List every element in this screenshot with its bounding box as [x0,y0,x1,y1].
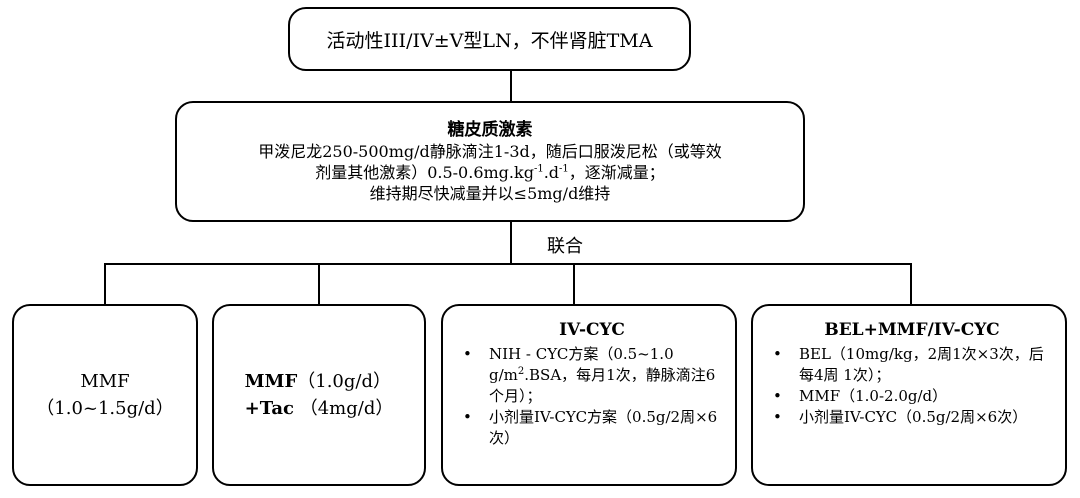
connector-top-to-middle [510,71,512,101]
diagnosis-box: 活动性III/IV±V型LN，不伴肾脏TMA [288,7,691,71]
option-mmf-tac-box: MMF（1.0g/d） +Tac （4mg/d） [212,304,426,486]
option-mmf-dose: （1.0~1.5g/d） [36,398,174,419]
glucocorticoid-line-1: 甲泼尼龙250-500mg/d静脉滴注1-3d，随后口服泼尼松（或等效 [258,142,722,162]
option-mmf-name: MMF [80,371,130,392]
option-mmf-tac-line-2: +Tac （4mg/d） [244,398,394,419]
option-iv-cyc-list: NIH - CYC方案（0.5~1.0 g/m2.BSA，每月1次，静脉滴注6个… [459,344,725,449]
option-iv-cyc-title: IV-CYC [559,320,625,340]
list-item: BEL（10mg/kg，2周1次×3次，后每4周 1次）； [769,344,1055,386]
option-mmf-box: MMF （1.0~1.5g/d） [12,304,198,486]
list-item: 小剂量IV-CYC方案（0.5g/2周×6次） [459,407,725,449]
connector-branch-4 [910,263,912,304]
glucocorticoid-line-3: 维持期尽快减量并以≤5mg/d维持 [369,184,611,204]
option-mmf-tac-line-1: MMF（1.0g/d） [244,371,391,392]
list-item: MMF（1.0-2.0g/d） [769,386,1055,407]
diagnosis-text: 活动性III/IV±V型LN，不伴肾脏TMA [326,29,653,52]
option-bel-list: BEL（10mg/kg，2周1次×3次，后每4周 1次）； MMF（1.0-2.… [769,344,1055,428]
option-mmf-tac-content: MMF（1.0g/d） +Tac （4mg/d） [245,368,394,422]
glucocorticoid-line-2: 剂量其他激素）0.5-0.6mg.kg-1.d-1，逐渐减量； [315,163,665,183]
list-item: NIH - CYC方案（0.5~1.0 g/m2.BSA，每月1次，静脉滴注6个… [459,344,725,407]
connector-branch-1 [104,263,106,304]
combination-label: 联合 [547,236,583,257]
option-iv-cyc-box: IV-CYC NIH - CYC方案（0.5~1.0 g/m2.BSA，每月1次… [441,304,737,486]
connector-middle-down [510,222,512,264]
connector-branch-2 [318,263,320,304]
option-bel-title: BEL+MMF/IV-CYC [824,320,1000,340]
glucocorticoid-box: 糖皮质激素 甲泼尼龙250-500mg/d静脉滴注1-3d，随后口服泼尼松（或等… [175,101,805,222]
option-bel-box: BEL+MMF/IV-CYC BEL（10mg/kg，2周1次×3次，后每4周 … [751,304,1067,486]
list-item: 小剂量IV-CYC（0.5g/2周×6次） [769,407,1055,428]
connector-horizontal [104,263,912,265]
glucocorticoid-title: 糖皮质激素 [447,119,533,140]
connector-branch-3 [573,263,575,304]
